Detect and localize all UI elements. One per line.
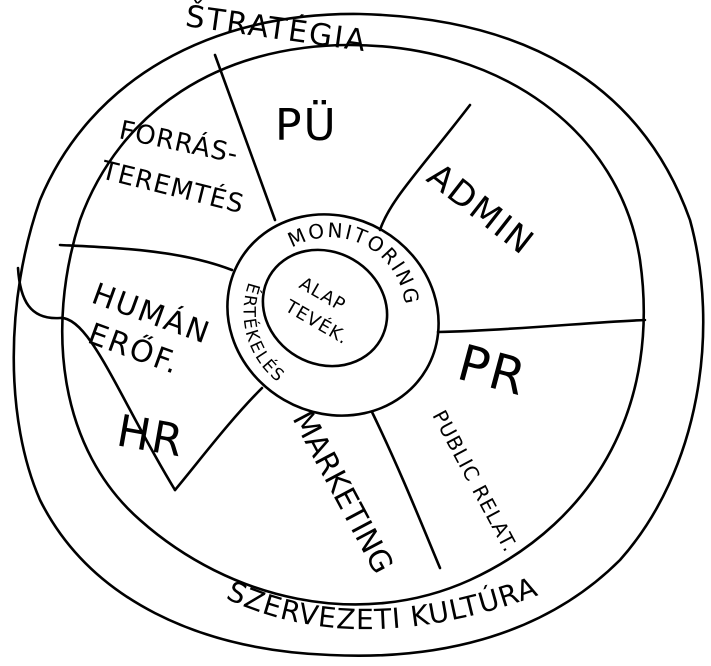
hub-outer <box>226 213 440 417</box>
spoke <box>58 243 234 272</box>
spoke <box>378 103 472 232</box>
label-strategy: ŠTRATÉGIA <box>183 0 369 59</box>
spoke <box>370 410 442 570</box>
label-public-relations: PUBLIC RELAT. <box>428 406 523 556</box>
hub-inner <box>261 248 389 368</box>
label-fundraising-1: FORRÁS- <box>117 114 242 170</box>
outer-boundary <box>12 12 705 658</box>
label-hr: HR <box>113 406 188 468</box>
label-org-culture: SZERVEZETI KULTÚRA <box>222 570 542 636</box>
wheel-boundary <box>60 43 646 606</box>
label-finance: PÜ <box>275 99 338 151</box>
label-org-culture-text: SZERVEZETI KULTÚRA <box>222 570 541 636</box>
band-separator <box>16 266 177 492</box>
label-admin: ADMIN <box>419 156 542 264</box>
spoke <box>436 318 647 334</box>
spoke <box>213 53 277 222</box>
spoke <box>173 386 264 492</box>
label-pr: PR <box>452 334 534 408</box>
